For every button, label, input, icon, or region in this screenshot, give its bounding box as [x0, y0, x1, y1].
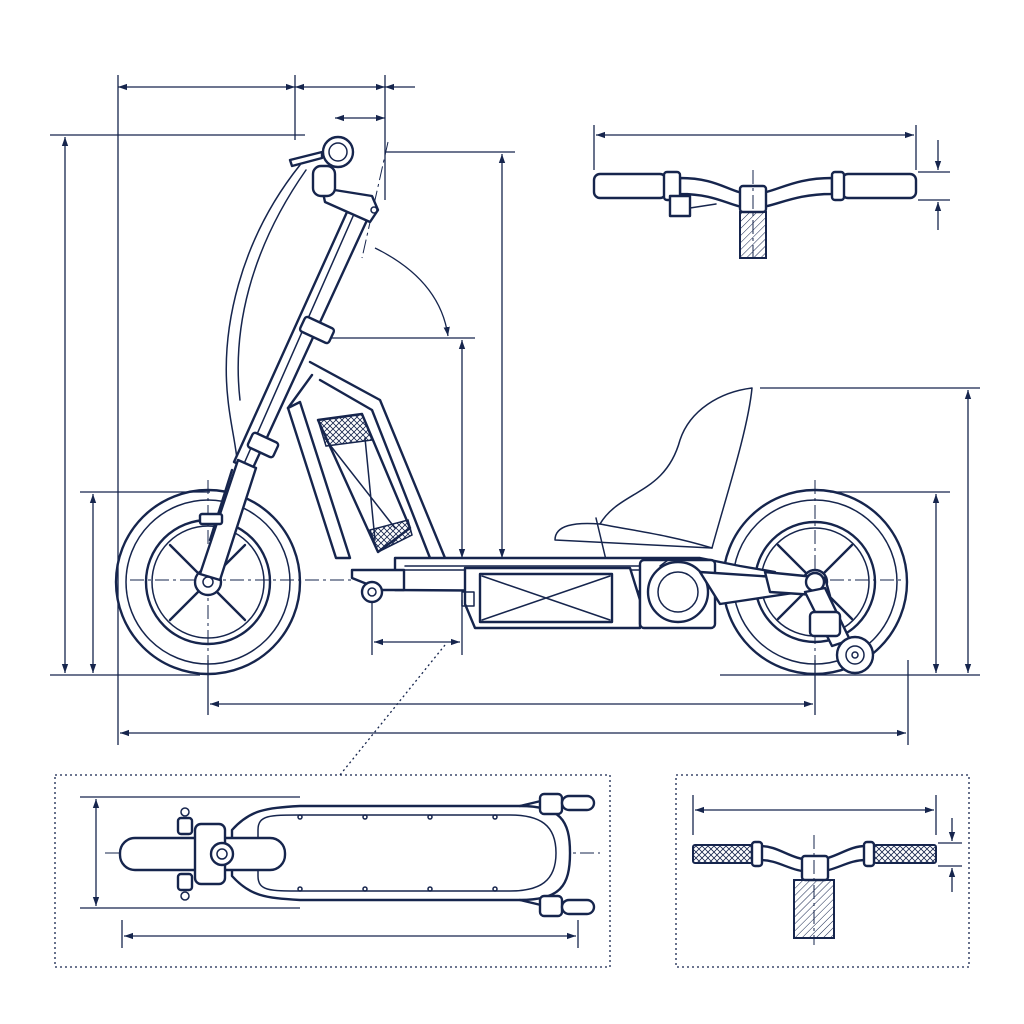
handlebar-stem	[288, 135, 380, 224]
detail-frame-dotted-border	[54, 774, 611, 968]
frame	[286, 360, 447, 560]
seat	[554, 387, 753, 561]
handlebar-detail-view	[675, 774, 970, 968]
deck-top-view	[54, 774, 611, 968]
brake-cable-secondary	[237, 169, 307, 401]
battery-pack	[316, 412, 413, 554]
side-elevation-view	[50, 75, 980, 776]
detail-frame-dotted-border	[675, 774, 970, 968]
rear-suspension-arm	[763, 570, 875, 675]
motor-controller-housing	[461, 566, 642, 630]
handlebar-front-view	[592, 125, 950, 260]
dimension-lines	[61, 83, 972, 737]
detail-leader-line	[339, 644, 446, 776]
steering-column	[198, 210, 370, 582]
